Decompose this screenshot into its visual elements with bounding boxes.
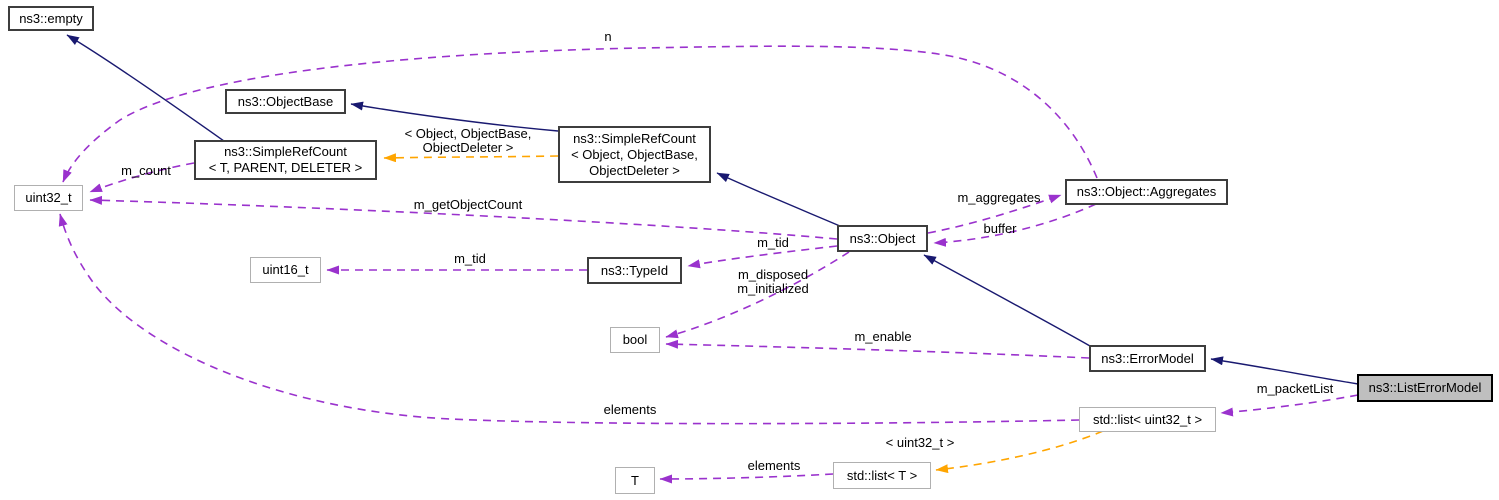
node-ns3-simplerefcount-generic[interactable]: ns3::SimpleRefCount < T, PARENT, DELETER… — [194, 140, 377, 180]
edge-inherit-object-srcobject — [716, 172, 841, 227]
edge-label-elements-uint32: elements — [603, 402, 657, 417]
edge-usage-elements-uint32 — [58, 213, 1080, 425]
edge-label-template-args-object: < Object, ObjectBase, ObjectDeleter > — [404, 126, 532, 155]
node-ns3-typeid[interactable]: ns3::TypeId — [587, 257, 682, 284]
edge-usage-m-tid-object — [687, 245, 838, 269]
edge-inherit-errormodel-object — [923, 254, 1091, 347]
node-ns3-simplerefcount-object[interactable]: ns3::SimpleRefCount < Object, ObjectBase… — [558, 126, 711, 183]
edge-usage-m-enable — [665, 339, 1090, 359]
node-uint16-t: uint16_t — [250, 257, 321, 283]
edge-inherit-srcobject-objectbase — [350, 101, 559, 132]
node-label: ns3::TypeId — [600, 262, 669, 278]
edge-usage-n — [62, 45, 1098, 183]
node-label: T — [631, 472, 639, 488]
edge-label-m-enable: m_enable — [854, 329, 912, 344]
node-ns3-objectbase[interactable]: ns3::ObjectBase — [225, 89, 346, 114]
node-ns3-object-aggregates[interactable]: ns3::Object::Aggregates — [1065, 179, 1228, 205]
edge-label-m-disposed-m-initialized: m_disposed m_initialized — [737, 267, 809, 296]
node-label-line2: < Object, ObjectBase, — [571, 146, 698, 162]
edge-label-m-tid-object: m_tid — [757, 235, 789, 250]
edge-template-stdlistuint32-stdlistt — [935, 430, 1104, 474]
node-ns3-empty[interactable]: ns3::empty — [8, 6, 94, 31]
node-label: ns3::ListErrorModel — [1368, 380, 1482, 395]
edge-usage-buffer — [933, 203, 1097, 247]
edge-usage-m-count — [89, 162, 195, 193]
node-label: uint32_t — [25, 190, 72, 205]
node-uint32-t: uint32_t — [14, 185, 83, 211]
node-label: ns3::empty — [19, 10, 83, 26]
node-label: ns3::ErrorModel — [1101, 350, 1194, 366]
edge-usage-m-getobjectcount — [89, 195, 838, 240]
node-label-line2: < T, PARENT, DELETER > — [208, 160, 363, 175]
edge-inherit-listerrormodel-errormodel — [1210, 356, 1359, 385]
node-std-list-t: std::list< T > — [833, 462, 931, 489]
node-label: ns3::Object::Aggregates — [1076, 184, 1217, 199]
edge-label-m-tid-typeid: m_tid — [454, 251, 486, 266]
node-label: ns3::ObjectBase — [237, 93, 334, 109]
node-ns3-listerrormodel-current: ns3::ListErrorModel — [1357, 374, 1493, 402]
edge-label-m-getobjectcount: m_getObjectCount — [413, 197, 523, 212]
node-label-line3: ObjectDeleter > — [589, 162, 680, 178]
node-ns3-errormodel[interactable]: ns3::ErrorModel — [1089, 345, 1206, 372]
edge-inherit-simplerefcount-empty — [66, 34, 225, 142]
edge-usage-m-packetlist — [1220, 394, 1359, 417]
node-label: std::list< uint32_t > — [1092, 411, 1203, 427]
edge-label-m-packetlist: m_packetList — [1256, 381, 1334, 396]
node-label: bool — [622, 332, 648, 347]
node-t: T — [615, 467, 655, 494]
edge-label-template-arg-uint32: < uint32_t > — [885, 435, 955, 450]
edge-label-elements-t: elements — [747, 458, 801, 473]
edge-usage-elements-t — [659, 473, 834, 484]
node-label: std::list< T > — [846, 467, 918, 483]
node-label: ns3::Object — [849, 230, 916, 246]
node-label-line1: ns3::SimpleRefCount — [224, 144, 347, 159]
node-label: uint16_t — [262, 262, 309, 277]
edge-label-buffer: buffer — [983, 221, 1017, 236]
edge-template-srcobject-srcgeneric — [383, 153, 559, 163]
edge-label-n: n — [604, 29, 612, 44]
edge-usage-m-disposed — [665, 251, 850, 339]
node-label-line1: ns3::SimpleRefCount — [573, 130, 696, 146]
node-std-list-uint32-t: std::list< uint32_t > — [1079, 407, 1216, 432]
node-bool: bool — [610, 327, 660, 353]
node-ns3-object[interactable]: ns3::Object — [837, 225, 928, 252]
edge-label-m-count: m_count — [121, 163, 171, 178]
edge-label-m-aggregates: m_aggregates — [957, 190, 1041, 205]
edge-usage-m-aggregates — [927, 194, 1062, 234]
